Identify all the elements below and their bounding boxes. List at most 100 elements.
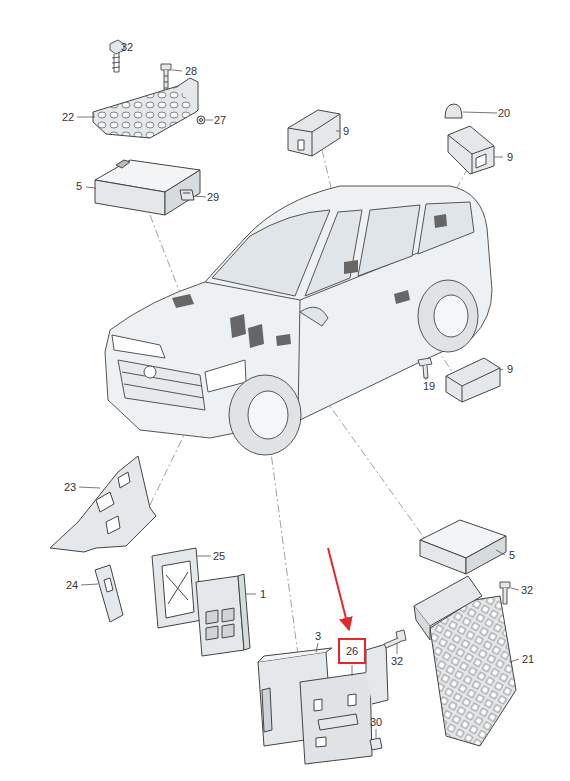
callout-leader [206,120,213,121]
screw [418,358,432,378]
callout-leader [511,588,519,590]
vehicle-outline [229,375,301,455]
callout-number: 30 [369,716,383,729]
callout-leader [316,643,318,652]
vehicle-outline [248,391,288,439]
callout-leader [172,70,182,71]
vehicle-outline [122,372,204,398]
callout-leader [336,131,340,132]
clip [180,190,194,200]
callout-leader [397,643,398,654]
callout-number: 26 [346,646,358,657]
control-module [196,576,244,656]
vehicle-outline [112,335,165,358]
mounting-plate [318,714,358,730]
bracket [414,576,516,746]
callout-number: 21 [521,653,535,666]
screw [503,588,507,604]
sensor [446,368,500,402]
vehicle-outline [305,210,362,296]
callout-number: 5 [75,180,83,193]
bracket [414,576,482,626]
sensor [476,154,486,168]
callout-number: 27 [213,114,227,127]
screw [423,365,428,378]
bracket [414,606,430,640]
vehicle-outline [118,360,205,410]
callout-leader [494,157,503,158]
control-module [206,608,234,640]
screw [418,358,432,366]
callout-leader [500,369,503,370]
sensor [448,135,494,174]
control-module [262,688,272,732]
callout-number: 9 [342,125,350,138]
bracket [50,456,156,622]
sensor [288,110,500,402]
sensor [298,140,304,150]
sensor [288,114,340,156]
vehicle-outline [300,307,328,326]
callout-number: 3 [314,630,322,643]
callout-leader [79,487,100,488]
control-module [258,648,332,662]
nut [197,116,205,124]
nut [200,119,203,122]
module-location [172,294,194,308]
mounting-plate [366,644,388,704]
control-module [95,180,165,215]
vehicle-outline [418,280,478,352]
callout-leader [81,584,98,585]
callout-number: 20 [497,107,511,120]
module-location [276,334,291,346]
callout-number: 32 [390,655,404,668]
cap [445,104,462,118]
frame [152,548,202,628]
callout-number: 19 [422,380,436,393]
module-location [248,324,264,348]
bracket [93,86,196,138]
vehicle-outline [358,205,420,276]
sensor [446,358,500,402]
callout-leader [246,594,256,595]
frame [166,572,188,604]
screw [500,582,510,588]
vehicle-outline [434,295,468,337]
module-location [230,314,246,338]
control-module [420,540,466,574]
module-location [344,260,358,274]
screw [500,582,510,604]
callout-leader [77,70,519,738]
callout-leader [463,112,497,113]
mounting-plate [300,672,372,764]
callout-number: 22 [61,111,75,124]
control-module [238,574,250,650]
callout-leader [197,556,211,557]
callout-number: 24 [65,579,79,592]
vehicle-outline [105,186,492,455]
clip [370,738,382,750]
bracket [50,456,156,552]
callout-number: 32 [520,584,534,597]
callout-leader [376,729,377,738]
callout-number: 29 [206,191,220,204]
sensor [288,110,340,156]
vehicle-outline [418,202,474,254]
callout-number: 1 [259,588,267,601]
clip [183,193,190,194]
callout-number: 23 [63,481,77,494]
control-module [165,170,200,215]
vehicle-outline [144,366,156,378]
screw [112,57,168,88]
sensor [448,126,494,174]
nut [197,116,205,124]
control-module [95,160,200,215]
callout-leader [77,117,95,118]
clip [180,190,194,200]
screw [110,40,171,94]
cap [445,104,462,118]
control-module [196,574,250,656]
